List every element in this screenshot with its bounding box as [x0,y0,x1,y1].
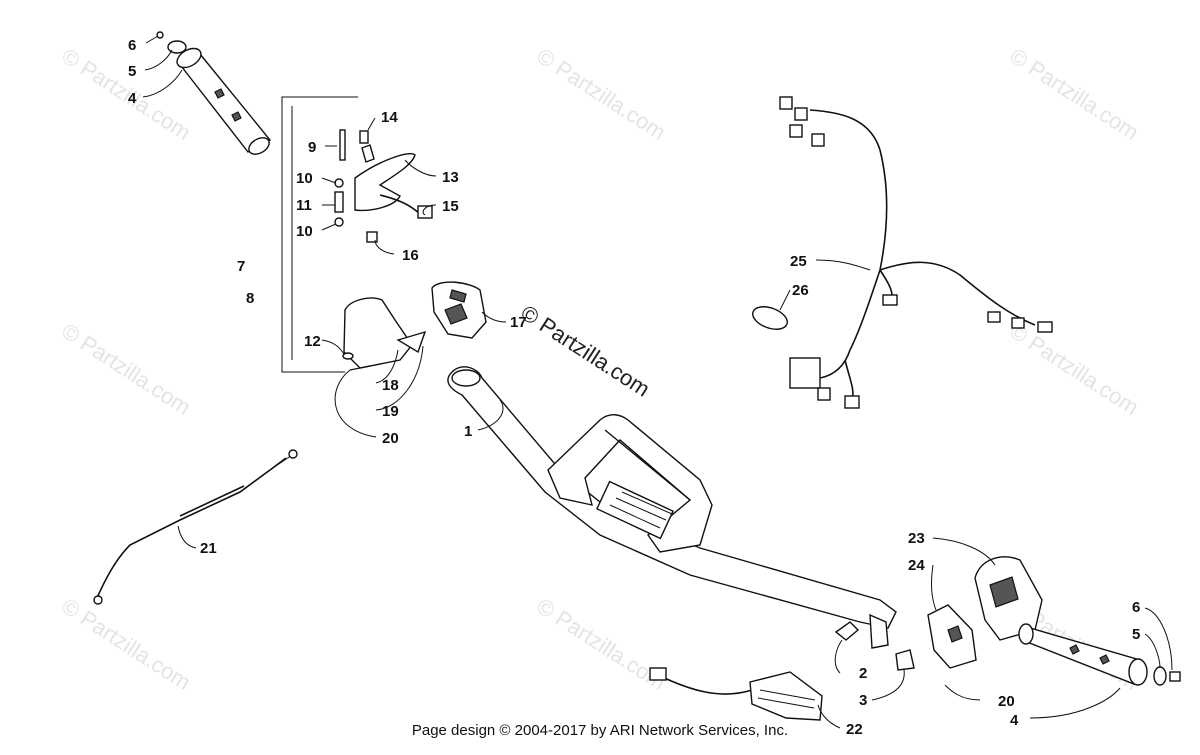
right-switch-assembly [927,556,1043,669]
callout-10-upper: 10 [296,170,313,187]
callout-10-lower: 10 [296,223,313,240]
page-footer: Page design © 2004-2017 by ARI Network S… [411,722,789,739]
callout-17: 17 [510,314,527,331]
callout-2: 2 [859,665,867,682]
callout-20-left: 20 [382,430,399,447]
callout-5-right: 5 [1132,626,1140,643]
callout-6-right: 6 [1132,599,1140,616]
callout-9: 9 [308,139,316,156]
callout-3: 3 [859,692,867,709]
callout-6-left: 6 [128,37,136,54]
callout-26: 26 [792,282,809,299]
callout-13: 13 [442,169,459,186]
callout-19: 19 [382,403,399,420]
callout-25: 25 [790,253,807,270]
callout-21: 21 [200,540,217,557]
callout-4-right: 4 [1010,712,1019,729]
callout-8: 8 [246,290,254,307]
handlebar-part [447,366,897,649]
watermark-mid-right: © Partzilla.com [1005,318,1143,420]
callout-23: 23 [908,530,925,547]
throttle-cable [93,449,298,605]
right-grip-assembly [1018,623,1181,686]
watermark-bottom-left: © Partzilla.com [57,593,195,695]
callout-16: 16 [402,247,419,264]
callout-7: 7 [237,258,245,275]
watermark-top-center: © Partzilla.com [532,43,670,145]
callout-20-right: 20 [998,693,1015,710]
leader-lines [142,35,1173,729]
left-switch-housing [431,281,487,339]
watermark-top-right: © Partzilla.com [1005,43,1143,145]
callout-4-left: 4 [128,90,137,107]
left-grip-assembly [156,31,272,155]
callout-1: 1 [464,423,472,440]
wire-harness [752,96,1053,409]
callout-5-left: 5 [128,63,136,80]
heater-element [649,621,915,721]
watermark-mid-left: © Partzilla.com [57,318,195,420]
callout-12: 12 [304,333,321,350]
callout-15: 15 [442,198,459,215]
callout-18: 18 [382,377,399,394]
callout-11: 11 [296,197,312,214]
callout-labels: 6 5 4 14 9 13 10 11 15 10 16 7 8 17 12 1… [128,37,1140,738]
callout-14: 14 [381,109,398,126]
watermark-top-left: © Partzilla.com [57,43,195,145]
callout-22: 22 [846,721,863,738]
callout-24: 24 [908,557,925,574]
throttle-assembly [281,96,433,373]
